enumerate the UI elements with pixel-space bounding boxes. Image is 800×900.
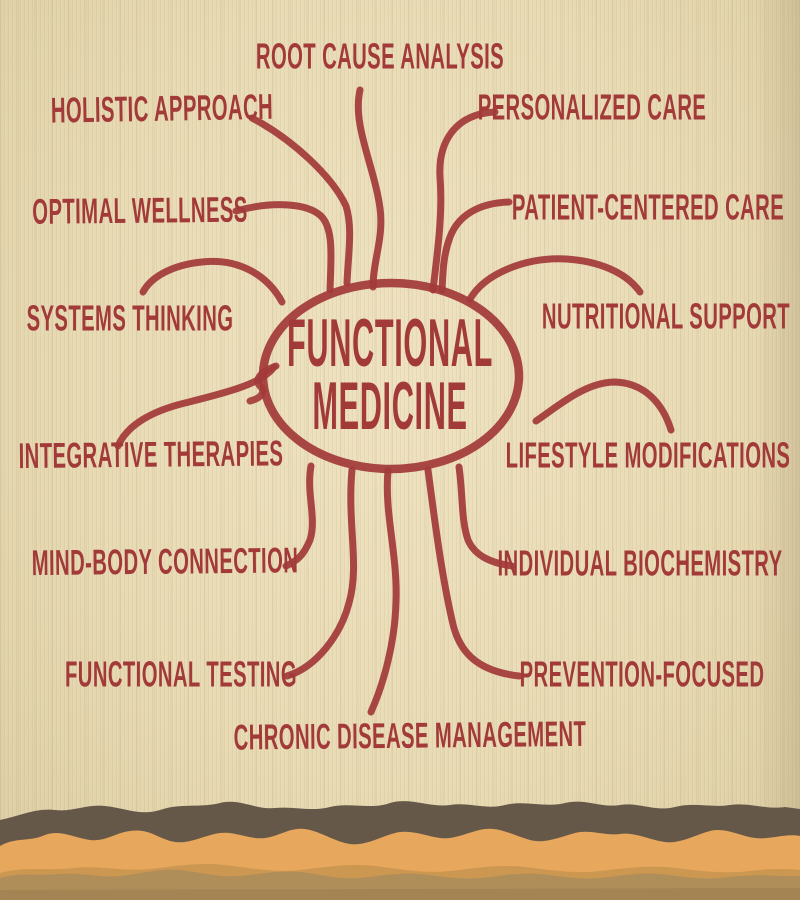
node-label-personalized-care: PERSONALIZED CARE (477, 86, 707, 129)
node-label-holistic-approach: HOLISTIC APPROACH (50, 85, 274, 131)
branch-chronic-disease-management (367, 467, 400, 716)
node-label-patient-centered-care: PATIENT-CENTERED CARE (511, 186, 785, 229)
node-label-mind-body-connection: MIND-BODY CONNECTION (31, 539, 299, 584)
branch-personalized-care (429, 108, 499, 294)
node-label-systems-thinking: SYSTEMS THINKING (26, 297, 234, 340)
branch-nutritional-support (466, 255, 644, 303)
node-label-nutritional-support: NUTRITIONAL SUPPORT (541, 295, 791, 338)
branch-root-cause-analysis (354, 86, 385, 291)
branch-optimal-wellness (232, 201, 335, 294)
branch-holistic-approach (248, 114, 354, 287)
node-label-root-cause-analysis: ROOT CAUSE ANALYSIS (255, 35, 505, 78)
center-topic-line2: MEDICINE (312, 369, 468, 445)
paper-edge-shadow (754, 0, 800, 812)
node-label-lifestyle-modifications: LIFESTYLE MODIFICATIONS (505, 434, 791, 477)
torn-band-tan (0, 869, 800, 900)
node-label-functional-testing: FUNCTIONAL TESTING (65, 653, 297, 696)
branch-lifestyle-modifications (532, 378, 675, 434)
branch-mind-body-connection (282, 462, 316, 570)
branch-systems-thinking (139, 257, 286, 306)
center-topic-line1: FUNCTIONAL (286, 306, 494, 382)
node-label-optimal-wellness: OPTIMAL WELLNESS (32, 188, 248, 233)
node-label-chronic-disease-management: CHRONIC DISEASE MANAGEMENT (233, 712, 587, 758)
branch-individual-biochemistry (455, 463, 516, 570)
node-label-integrative-therapies: INTEGRATIVE THERAPIES (18, 432, 284, 477)
torn-band-tan-shading (0, 888, 800, 900)
node-label-individual-biochemistry: INDIVIDUAL BIOCHEMISTRY (497, 542, 783, 585)
torn-paper-edge (0, 801, 800, 900)
branch-prevention-focused (424, 466, 523, 680)
branch-functional-testing (283, 466, 358, 680)
node-label-prevention-focused: PREVENTION-FOCUSED (519, 653, 765, 696)
branch-patient-centered-care (438, 198, 513, 294)
branch-integrative-therapies (114, 363, 278, 450)
